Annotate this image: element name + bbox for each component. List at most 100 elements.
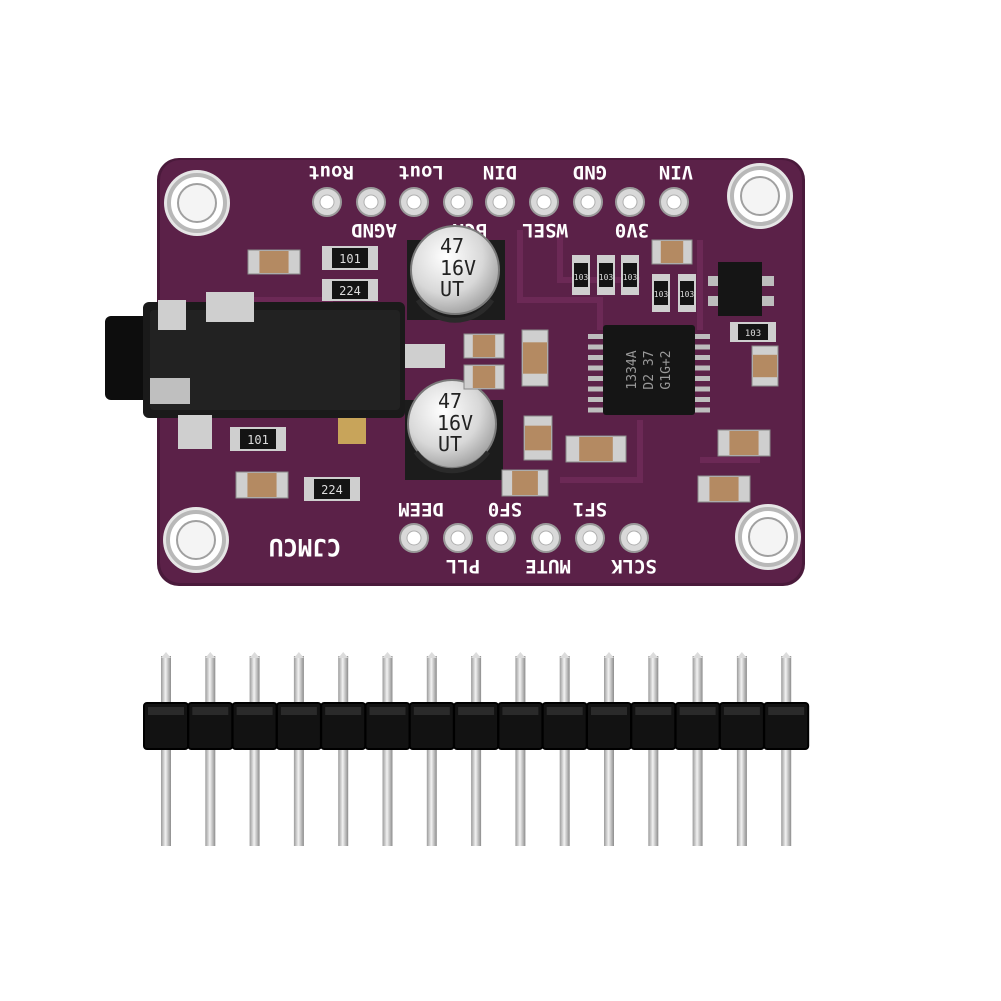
resistor-r4: 224 bbox=[304, 477, 360, 501]
header-pin bbox=[249, 652, 260, 846]
chip-lead bbox=[694, 386, 710, 392]
header-pin bbox=[781, 652, 792, 846]
chip-lead bbox=[694, 376, 710, 381]
chip-lead bbox=[588, 355, 604, 360]
mounting-hole bbox=[164, 170, 230, 236]
chip-lead bbox=[588, 376, 604, 381]
ceramic-capacitor bbox=[521, 329, 549, 387]
voltage-regulator bbox=[708, 262, 774, 316]
ceramic-capacitor bbox=[565, 435, 627, 463]
resistor-r1: 101 bbox=[322, 246, 378, 270]
header-pin bbox=[648, 652, 659, 846]
chip-lead bbox=[694, 334, 710, 339]
top-pin-pads bbox=[312, 187, 689, 217]
pin-pad bbox=[531, 523, 561, 553]
label-deem: DEEM bbox=[398, 498, 444, 520]
header-block-highlight bbox=[723, 707, 760, 715]
chip-lead bbox=[588, 344, 604, 350]
pin-pad bbox=[529, 187, 559, 217]
brand-cjmcu: CJMCU bbox=[269, 533, 341, 561]
svg-text:103: 103 bbox=[680, 290, 695, 299]
mounting-holes bbox=[163, 163, 801, 573]
label-sf0: SF0 bbox=[488, 498, 522, 520]
svg-text:103: 103 bbox=[599, 273, 614, 282]
pin-pad bbox=[659, 187, 689, 217]
header-pin bbox=[692, 652, 703, 846]
svg-text:101: 101 bbox=[339, 252, 361, 266]
silkscreen-upper-labels: AGND BCK WSEL 3V0 bbox=[351, 219, 649, 241]
ceramic-capacitor bbox=[697, 475, 751, 503]
svg-text:224: 224 bbox=[339, 284, 361, 298]
header-block-highlight bbox=[635, 707, 672, 715]
capacitor-top: 47 16V UT bbox=[407, 225, 505, 323]
ceramic-capacitor bbox=[651, 239, 693, 265]
silkscreen-lower-labels: DEEM SF0 SF1 bbox=[398, 498, 607, 520]
mounting-hole bbox=[163, 507, 229, 573]
cap-top-voltage: 16V bbox=[440, 256, 476, 280]
svg-text:103: 103 bbox=[654, 290, 669, 299]
resistor-r2: 224 bbox=[322, 279, 378, 301]
header-block-highlight bbox=[148, 707, 184, 715]
mounting-hole bbox=[727, 163, 793, 229]
pin-pad bbox=[486, 523, 516, 553]
header-block-highlight bbox=[325, 707, 362, 715]
header-block-highlight bbox=[236, 707, 273, 715]
header-pin bbox=[471, 652, 482, 846]
label-3v0: 3V0 bbox=[615, 219, 649, 241]
pin-pad bbox=[443, 523, 473, 553]
header-pin bbox=[161, 652, 171, 846]
chip-lead bbox=[588, 407, 604, 413]
capacitor-bottom: 47 16V UT bbox=[405, 379, 503, 480]
label-agnd: AGND bbox=[351, 219, 397, 241]
header-pin bbox=[515, 652, 526, 846]
resistor-r10: 103 bbox=[730, 322, 776, 342]
resistor-r3: 101 bbox=[230, 427, 286, 451]
header-block-highlight bbox=[502, 707, 539, 715]
cap-top-value: 47 bbox=[440, 234, 464, 258]
label-gnd: GND bbox=[573, 161, 607, 183]
svg-text:103: 103 bbox=[574, 273, 589, 282]
header-pin bbox=[338, 652, 349, 846]
header-block-highlight bbox=[546, 707, 583, 715]
ceramic-capacitor bbox=[717, 429, 771, 457]
header-block-highlight bbox=[591, 707, 627, 715]
chip-lead bbox=[588, 397, 604, 402]
chip-marking-2: D2 37 bbox=[642, 350, 657, 389]
header-block-highlight bbox=[369, 707, 406, 715]
svg-text:101: 101 bbox=[247, 433, 269, 447]
chip-lead bbox=[588, 386, 604, 392]
pin-pad bbox=[443, 187, 473, 217]
svg-text:224: 224 bbox=[321, 483, 343, 497]
chip-lead bbox=[694, 355, 710, 360]
ceramic-capacitor bbox=[463, 364, 505, 390]
header-block-highlight bbox=[458, 707, 495, 715]
resistor-r7: 103 bbox=[621, 255, 639, 295]
pin-pad bbox=[399, 187, 429, 217]
header-block-highlight bbox=[679, 707, 716, 715]
label-pll: PLL bbox=[446, 555, 480, 577]
chip-lead bbox=[694, 344, 710, 350]
chip-marking-3: G1G+2 bbox=[659, 350, 674, 389]
header-pin bbox=[426, 652, 437, 846]
cap-bottom-voltage: 16V bbox=[437, 411, 473, 435]
chip-lead bbox=[588, 334, 604, 339]
audio-jack bbox=[105, 292, 445, 449]
header-pin bbox=[559, 652, 570, 846]
label-sf1: SF1 bbox=[573, 498, 607, 520]
cap-top-series: UT bbox=[440, 277, 464, 301]
label-lout: Lout bbox=[398, 161, 444, 183]
pin-pad bbox=[615, 187, 645, 217]
header-pin bbox=[293, 652, 304, 846]
label-din: DIN bbox=[483, 161, 517, 183]
dac-chip: 1334A D2 37 G1G+2 bbox=[588, 325, 710, 415]
pin-pad bbox=[312, 187, 342, 217]
header-block-highlight bbox=[413, 707, 450, 715]
label-wsel: WSEL bbox=[522, 219, 568, 241]
label-sclk: SCLK bbox=[611, 555, 657, 577]
svg-text:103: 103 bbox=[745, 329, 761, 339]
label-rout: Rout bbox=[308, 161, 354, 183]
pin-pad bbox=[573, 187, 603, 217]
cap-bottom-value: 47 bbox=[438, 389, 462, 413]
header-pin bbox=[382, 652, 393, 846]
ceramic-capacitor bbox=[751, 345, 779, 387]
